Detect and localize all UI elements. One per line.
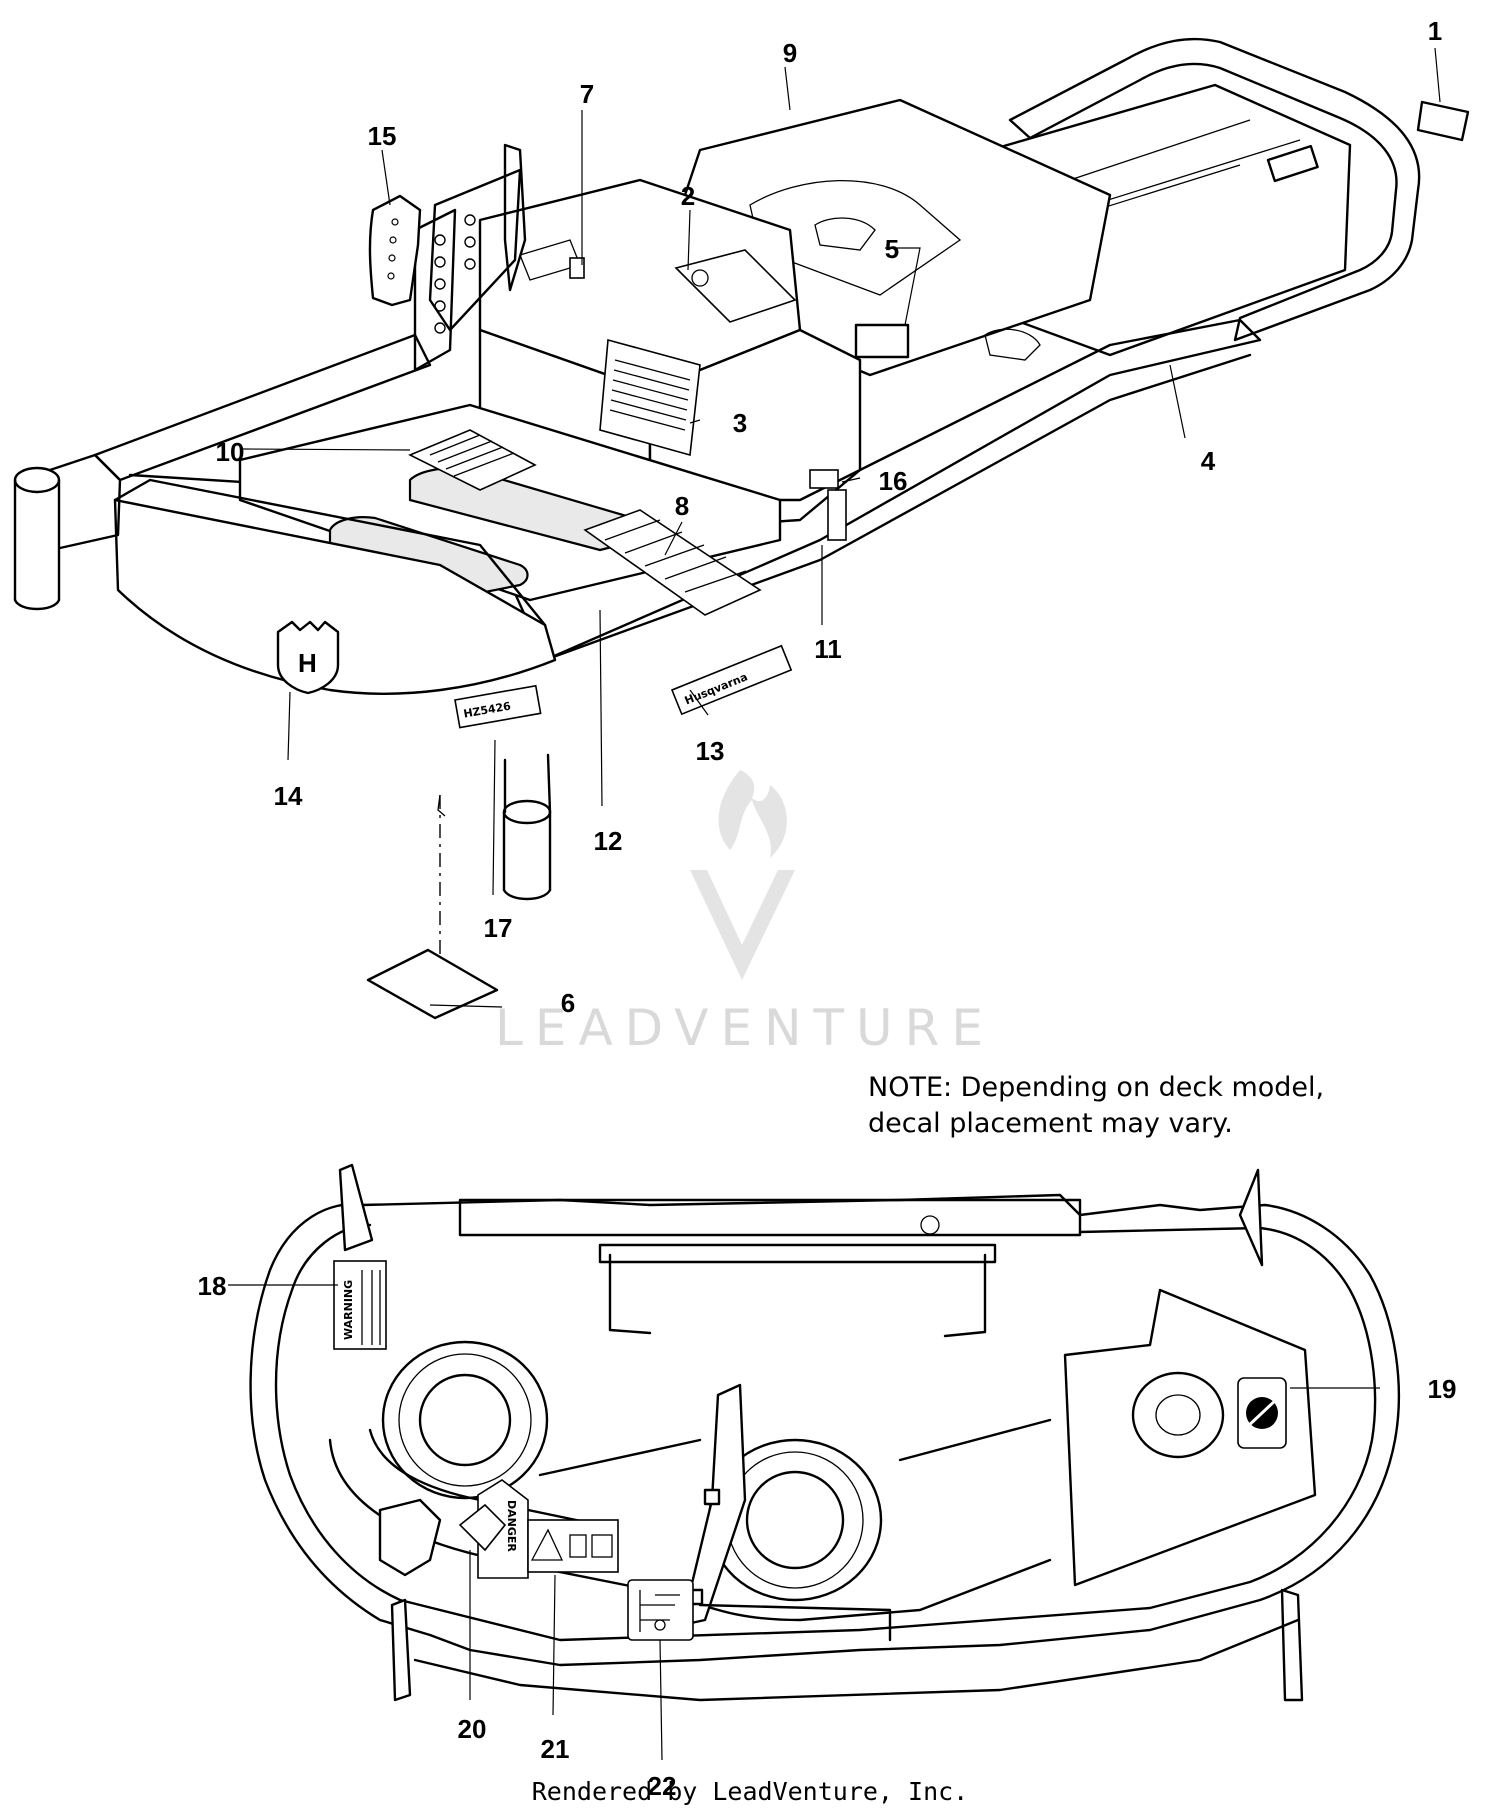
husqvarna-crown-logo: H: [276, 620, 340, 695]
callout-5: 5: [885, 234, 899, 264]
note-line-1: NOTE: Depending on deck model,: [868, 1072, 1324, 1103]
decal-1: [1416, 100, 1470, 142]
callout-labels: 1 2 3 4 5 6 7 8 9 10 11 12 13 14 15 16 1…: [198, 16, 1457, 1801]
callout-14: 14: [274, 781, 303, 811]
decal-18: WARNING: [333, 1260, 387, 1350]
callout-10: 10: [216, 437, 245, 467]
decal-21: [527, 1519, 619, 1573]
watermark: LEADVENTURE: [495, 770, 995, 1057]
callout-19: 19: [1428, 1374, 1457, 1404]
callout-21: 21: [541, 1734, 570, 1764]
placement-note: NOTE: Depending on deck model, decal pla…: [868, 1072, 1324, 1139]
v-logo-icon: [690, 870, 795, 980]
callout-18: 18: [198, 1271, 227, 1301]
watermark-text: LEADVENTURE: [495, 999, 995, 1057]
callout-12: 12: [594, 826, 623, 856]
flame-logo-icon: [718, 770, 787, 858]
decal-2: [674, 249, 797, 323]
callout-22: 22: [648, 1771, 677, 1801]
callout-16: 16: [879, 466, 908, 496]
decal-6: [366, 948, 499, 1020]
decal-8: [583, 509, 762, 616]
callout-4: 4: [1201, 446, 1216, 476]
callout-9: 9: [783, 38, 797, 68]
decal-20-text: DANGER: [505, 1500, 518, 1552]
callout-15: 15: [368, 121, 397, 151]
callout-2: 2: [681, 181, 695, 211]
crown-h-letter: H: [298, 648, 317, 678]
leader-lines: [228, 47, 1441, 1761]
callout-20: 20: [458, 1714, 487, 1744]
footer-credit: Rendered by LeadVenture, Inc.: [532, 1777, 969, 1806]
callout-17: 17: [484, 913, 513, 943]
decal-18-text: WARNING: [342, 1280, 355, 1340]
callout-11: 11: [814, 634, 842, 664]
decal-10: [408, 429, 537, 491]
decal-5-plate: [854, 323, 910, 359]
callout-1: 1: [1428, 16, 1442, 46]
callout-13: 13: [696, 736, 725, 766]
callout-8: 8: [675, 491, 689, 521]
mower-deck: WARNING DANGER: [249, 1163, 1400, 1702]
part-15-fender: [368, 194, 422, 307]
chassis-frame: H HZ5426 Husqvarna: [13, 37, 1470, 1020]
decal-16: [809, 469, 847, 541]
decal-19: [1237, 1377, 1287, 1449]
model-decal: HZ5426: [454, 684, 542, 729]
decal-7: [569, 257, 585, 279]
decal-22: [627, 1579, 694, 1641]
brand-decal: Husqvarna: [670, 644, 793, 716]
callout-7: 7: [580, 79, 594, 109]
callout-6: 6: [561, 988, 575, 1018]
callout-3: 3: [733, 408, 747, 438]
note-line-2: decal placement may vary.: [868, 1108, 1233, 1139]
decal-3: [599, 338, 701, 457]
decal-20: DANGER: [458, 1479, 529, 1579]
